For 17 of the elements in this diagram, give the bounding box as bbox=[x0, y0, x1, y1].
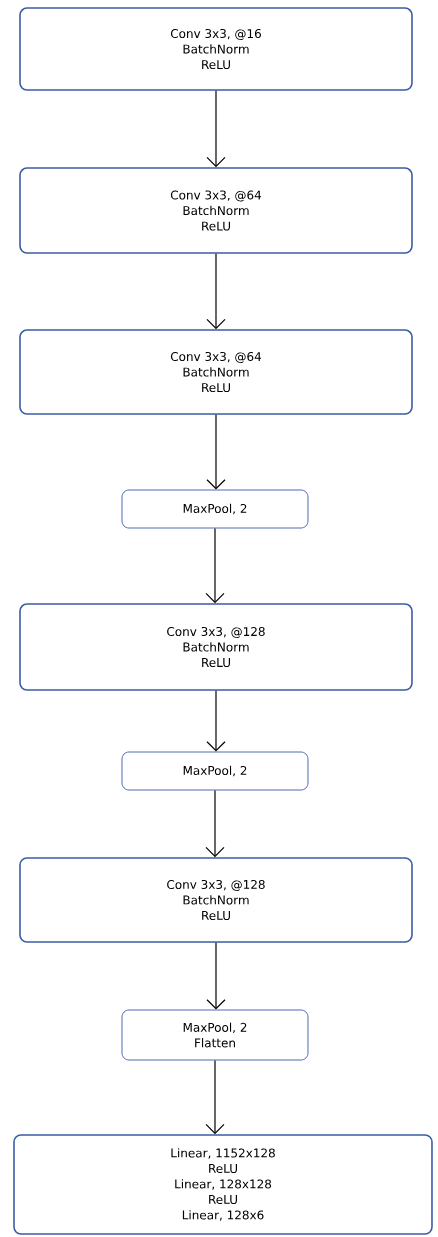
arrow bbox=[205, 527, 225, 604]
layer-box: Linear, 1152x128 ReLU Linear, 128x128 ReLU Linear, 128x6 bbox=[13, 1134, 433, 1235]
layer-box: Conv 3x3, @128 BatchNorm ReLU bbox=[19, 603, 413, 691]
layer-box: Conv 3x3, @64 BatchNorm ReLU bbox=[19, 167, 413, 254]
layer-box: MaxPool, 2 bbox=[121, 489, 309, 529]
arrow bbox=[206, 414, 226, 490]
layer-box: Conv 3x3, @16 BatchNorm ReLU bbox=[19, 7, 413, 91]
layer-box: MaxPool, 2 Flatten bbox=[121, 1009, 309, 1061]
arrow bbox=[205, 789, 225, 858]
layer-box: Conv 3x3, @64 BatchNorm ReLU bbox=[19, 329, 413, 415]
layer-box: MaxPool, 2 bbox=[121, 751, 309, 791]
arrow bbox=[206, 90, 226, 168]
layer-box: Conv 3x3, @128 BatchNorm ReLU bbox=[19, 857, 413, 943]
arrow bbox=[206, 253, 226, 330]
arrow bbox=[205, 1059, 225, 1135]
arrow bbox=[206, 942, 226, 1010]
arrow bbox=[206, 690, 226, 752]
